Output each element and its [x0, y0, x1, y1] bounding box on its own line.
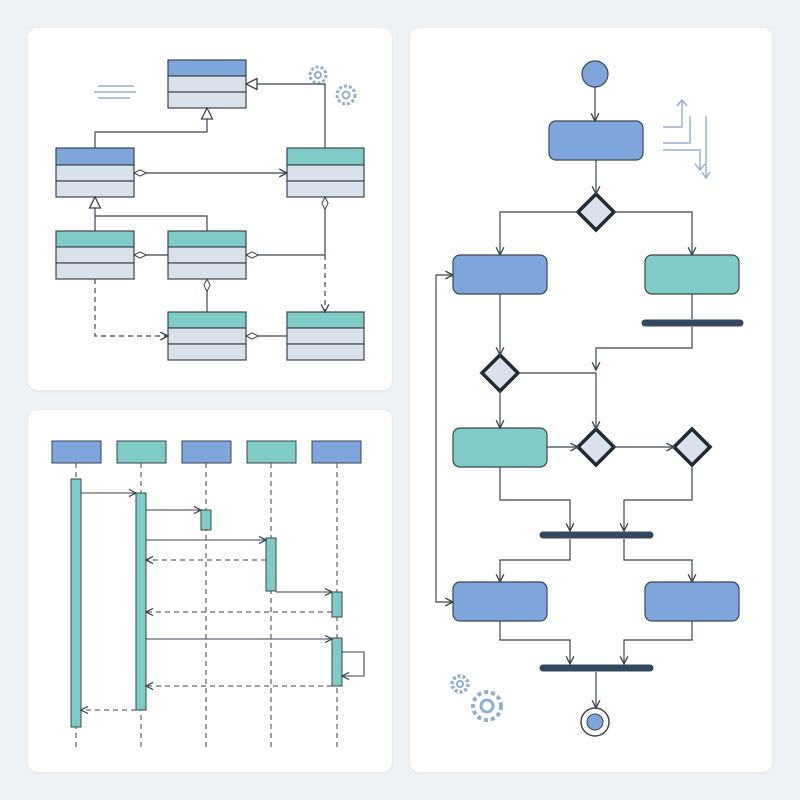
swap-arrows-icon: [663, 98, 711, 180]
class-link-mid-center-to-left: [95, 215, 208, 231]
flow-decision1-left: [500, 211, 578, 255]
activity-start-node: [581, 60, 609, 88]
class-box-right: [286, 147, 365, 198]
action-node-4: [452, 427, 548, 468]
flow-action6-to-join3: [624, 621, 693, 664]
menu-lines-icon: [94, 85, 136, 99]
lifeline-head-3: [181, 440, 232, 464]
action-node-2: [452, 254, 548, 295]
flow-join2-to-action5: [500, 539, 571, 582]
flow-action5-to-join3: [499, 621, 570, 664]
action-node-5: [452, 581, 548, 622]
flow-action4-to-join2: [499, 467, 570, 531]
flow-decision1-right: [614, 211, 692, 255]
sequence-diagram: [51, 440, 365, 748]
class-box-left: [55, 147, 135, 198]
message-8-self: [342, 651, 365, 676]
lifeline-head-5: [311, 440, 362, 464]
decision-node-3: [575, 426, 617, 468]
action-node-3: [644, 254, 740, 295]
activity-diagram: [435, 60, 744, 737]
activation-bar-3: [200, 509, 212, 531]
decision-node-1: [575, 191, 617, 233]
class-box-mid-left: [55, 230, 135, 280]
flow-decision2-to-right: [518, 372, 596, 429]
decision-node-4: [671, 426, 713, 468]
class-link-left-dependency: [94, 279, 168, 336]
lifeline-head-2: [116, 440, 167, 464]
gears-icon: [308, 65, 357, 106]
flow-join1-to-decision3: [596, 327, 693, 370]
class-diagram: [55, 59, 365, 361]
activation-bar-4: [265, 537, 277, 592]
flow-join2-to-action6: [623, 539, 692, 582]
activation-bar-1: [70, 478, 82, 728]
flow-decision4-to-join2: [624, 465, 693, 531]
activity-end-node-inner: [586, 713, 604, 731]
activation-bar-5: [331, 591, 343, 618]
lifeline-head-1: [51, 440, 102, 464]
gears-icon-bottom: [450, 674, 503, 722]
class-box-bottom-center: [167, 311, 247, 361]
class-box-bottom-right: [286, 311, 365, 361]
lifeline-head-4: [246, 440, 297, 464]
activation-bar-2: [135, 492, 147, 711]
class-link-right-to-top: [246, 84, 326, 148]
class-box-mid-center: [167, 230, 247, 280]
decision-node-2: [479, 352, 521, 394]
action-node-6: [644, 581, 740, 622]
class-link-left-to-top: [94, 108, 207, 148]
action-node-1: [548, 120, 644, 161]
flow-loop-back: [435, 275, 453, 602]
class-box-top: [167, 59, 247, 109]
activation-bar-6: [331, 637, 343, 687]
